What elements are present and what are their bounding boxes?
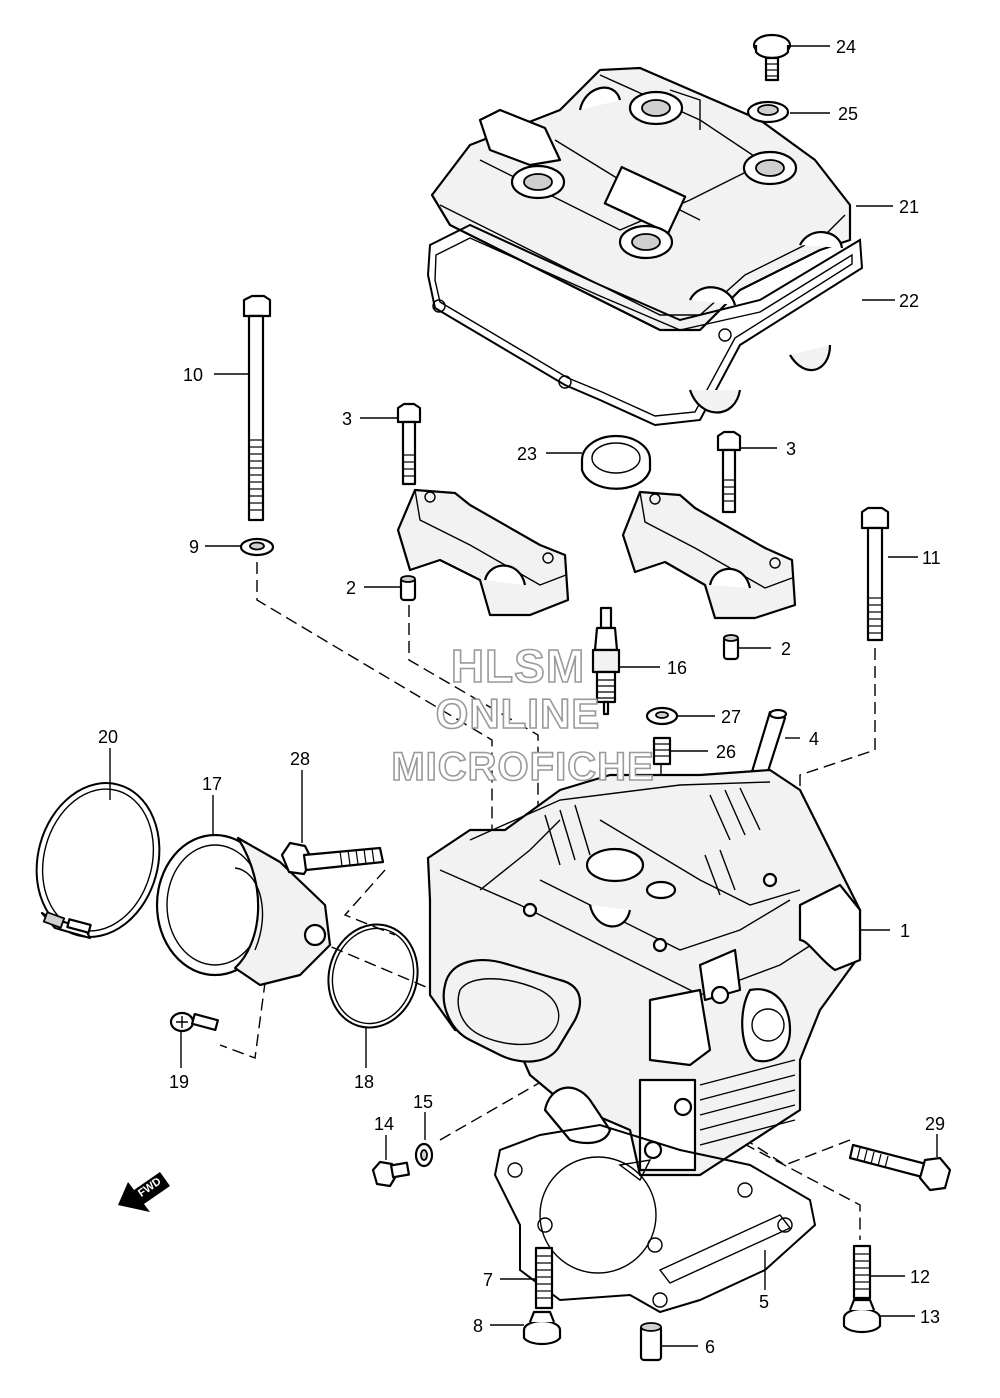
flange-nut-front[interactable]: [522, 1310, 562, 1346]
long-stud-bolt-left[interactable]: [242, 294, 272, 522]
stud-bolt-front[interactable]: [534, 1246, 554, 1310]
callout-13: 13: [920, 1307, 940, 1327]
callout-10: 10: [183, 365, 203, 385]
watermark-line-1: HLSM: [451, 640, 585, 692]
callout-15: 15: [413, 1092, 433, 1112]
watermark: HLSM ONLINE MICROFICHE: [391, 639, 655, 790]
callout-16: 16: [667, 658, 687, 678]
spark-plug[interactable]: [591, 606, 621, 716]
camshaft-holder-right[interactable]: [621, 490, 797, 620]
flange-nut-rear[interactable]: [842, 1298, 882, 1334]
cover-washer[interactable]: [746, 100, 790, 124]
camshaft-holder-left[interactable]: [396, 488, 570, 617]
lower-bolt[interactable]: [848, 1143, 952, 1192]
callout-26: 26: [716, 742, 736, 762]
stud-bolt-rear[interactable]: [852, 1244, 872, 1300]
small-bolt[interactable]: [371, 1160, 411, 1188]
dowel-pin-lower[interactable]: [639, 1322, 663, 1362]
callout-4: 4: [809, 729, 819, 749]
callout-14: 14: [374, 1114, 394, 1134]
callout-11: 11: [922, 548, 941, 568]
bolt-washer-left[interactable]: [239, 537, 275, 557]
seal-ring[interactable]: [580, 434, 652, 490]
callout-23: 23: [517, 444, 537, 464]
callout-9: 9: [189, 537, 199, 557]
callout-2b: 2: [781, 639, 791, 659]
callout-20: 20: [98, 727, 118, 747]
callout-1: 1: [900, 921, 910, 941]
small-washer[interactable]: [414, 1142, 434, 1168]
callout-5: 5: [759, 1292, 769, 1312]
callout-17: 17: [202, 774, 222, 794]
dowel-pin-left[interactable]: [399, 575, 417, 602]
callout-7: 7: [483, 1270, 493, 1290]
callout-24: 24: [836, 37, 856, 57]
hose-clamp[interactable]: [20, 769, 176, 951]
watermark-line-2: ONLINE: [436, 690, 601, 737]
callout-2a: 2: [346, 578, 356, 598]
callout-3b: 3: [786, 439, 796, 459]
forward-arrow: FWD: [118, 1172, 170, 1212]
cover-bolt[interactable]: [752, 33, 792, 82]
plug-washer[interactable]: [645, 706, 679, 726]
callout-21: 21: [899, 197, 919, 217]
callout-12: 12: [910, 1267, 930, 1287]
callout-22: 22: [899, 291, 919, 311]
cam-holder-bolt-right[interactable]: [716, 430, 742, 514]
callout-6: 6: [705, 1337, 715, 1357]
callout-8: 8: [473, 1316, 483, 1336]
long-stud-bolt-right[interactable]: [860, 506, 890, 642]
callout-25: 25: [838, 104, 858, 124]
cam-holder-bolt-left[interactable]: [396, 402, 422, 486]
intake-pipe-screw[interactable]: [169, 1011, 219, 1033]
callout-18: 18: [354, 1072, 374, 1092]
callout-27: 27: [721, 707, 741, 727]
intake-pipe[interactable]: [155, 833, 332, 987]
callout-leaders: [109, 45, 938, 1347]
cylinder-head[interactable]: [426, 768, 862, 1177]
callout-29: 29: [925, 1114, 945, 1134]
callout-labels: 24 25 21 22 10 3 23 3 9 11 2 2 16 27 4 2…: [98, 37, 945, 1357]
o-ring[interactable]: [317, 914, 429, 1037]
side-bolt[interactable]: [280, 841, 385, 876]
cylinder-head-gasket[interactable]: [493, 1123, 817, 1314]
dowel-pin-right[interactable]: [722, 634, 740, 661]
cylinder-head-cover[interactable]: [430, 66, 852, 332]
cover-gasket[interactable]: [426, 223, 864, 427]
callout-3a: 3: [342, 409, 352, 429]
watermark-line-3: MICROFICHE: [391, 745, 654, 789]
callout-19: 19: [169, 1072, 189, 1092]
callout-28: 28: [290, 749, 310, 769]
stud-plug[interactable]: [652, 736, 672, 766]
